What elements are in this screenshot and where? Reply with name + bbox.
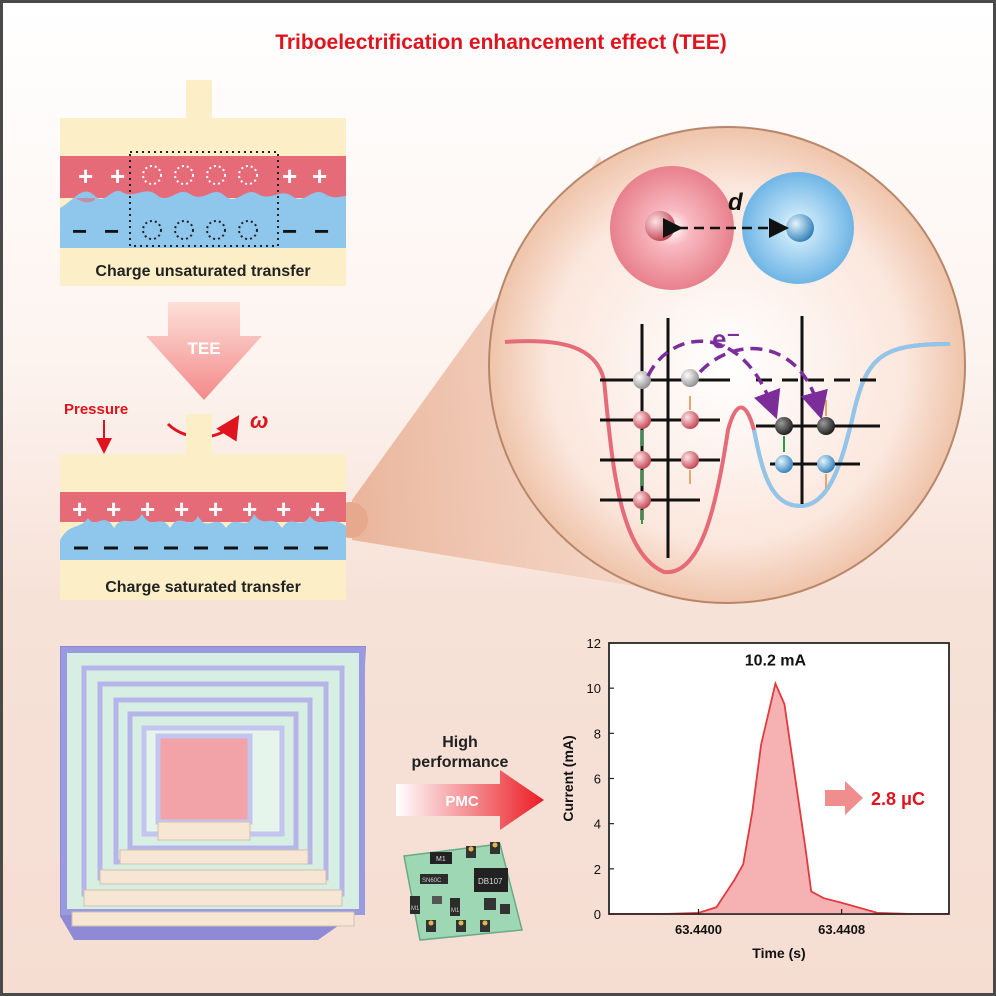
y-axis-label: Current (mA) (560, 735, 576, 821)
top-plus-2: + (110, 161, 125, 191)
high-performance-line2: performance (412, 754, 509, 771)
bottom-plus-3: + (140, 494, 155, 524)
top-teng-panel: + + + + − − − − Charge unsaturated trans… (60, 80, 346, 286)
top-plus-1: + (78, 161, 93, 191)
chip-label-3: SN60C (422, 878, 442, 884)
x-axis-label: Time (s) (752, 945, 805, 961)
y-tick-label: 2 (594, 862, 601, 877)
x-tick-label: 63.4400 (675, 922, 722, 937)
y-tick-label: 6 (594, 772, 601, 787)
pmc-label: PMC (445, 793, 479, 810)
bottom-plus-1: + (72, 494, 87, 524)
series-line (609, 680, 949, 915)
pressure-label: Pressure (64, 401, 128, 418)
charge-annotation: 2.8 μC (871, 789, 925, 809)
top-panel-caption: Charge unsaturated transfer (95, 263, 310, 280)
figure-title: Triboelectrification enhancement effect … (275, 31, 727, 54)
y-tick-label: 12 (587, 636, 601, 651)
tee-arrow: TEE (146, 302, 262, 400)
charge-arrow (825, 781, 863, 815)
y-tick-label: 4 (594, 817, 601, 832)
top-minus-3: − (282, 216, 297, 246)
bottom-plus-7: + (276, 494, 291, 524)
bottom-plus-2: + (106, 494, 121, 524)
bottom-panel-caption: Charge saturated transfer (105, 579, 301, 596)
top-plus-4: + (312, 161, 327, 191)
chip-label-5: M1 (451, 908, 460, 914)
top-plus-3: + (282, 161, 297, 191)
bottom-plus-5: + (208, 494, 223, 524)
x-tick-label: 63.4408 (818, 922, 865, 937)
omega-label: ω (250, 408, 268, 433)
top-minus-4: − (314, 216, 329, 246)
bottom-plus-4: + (174, 494, 189, 524)
distance-label: d (728, 189, 744, 216)
pmc-arrow (396, 770, 544, 830)
high-performance-line1: High (442, 734, 478, 751)
top-minus-1: − (72, 216, 87, 246)
electron-label: e⁻ (712, 324, 740, 354)
chip-label-2: DB107 (478, 877, 503, 886)
chip-label-1: M1 (436, 856, 446, 863)
chip-label-4: M1 (411, 906, 420, 912)
y-tick-label: 8 (594, 726, 601, 741)
peak-annotation: 10.2 mA (745, 653, 807, 670)
pmc-circuit-board: M1 DB107 SN60C M1 M1 (403, 842, 523, 941)
bottom-plus-8: + (310, 494, 325, 524)
bottom-teng-panel: + + + + + + + + Charge saturated transfe… (60, 414, 346, 600)
series-area (609, 683, 949, 914)
tee-arrow-label: TEE (187, 339, 220, 358)
magnified-circle: d e⁻ (488, 126, 966, 604)
nested-squares-device (60, 646, 366, 940)
y-tick-label: 10 (587, 681, 601, 696)
top-minus-2: − (104, 216, 119, 246)
bottom-plus-6: + (242, 494, 257, 524)
y-tick-label: 0 (594, 907, 601, 922)
